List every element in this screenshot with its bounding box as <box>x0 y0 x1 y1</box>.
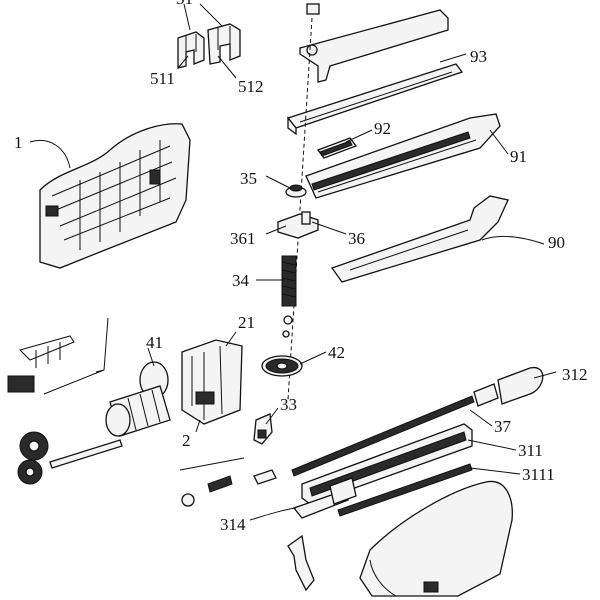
label-2: 2 <box>182 431 191 450</box>
part-latch-33 <box>253 413 273 445</box>
part-magazine-91 <box>305 113 501 199</box>
label-93: 93 <box>470 47 487 66</box>
part-bracket-top <box>299 3 449 83</box>
label-91: 91 <box>510 147 527 166</box>
label-512: 512 <box>238 77 264 96</box>
label-511: 511 <box>150 69 175 88</box>
part-housing-1 <box>39 123 191 269</box>
part-bracket-21 <box>181 339 243 425</box>
label-1: 1 <box>14 133 23 152</box>
part-bearing-35 <box>285 184 307 198</box>
part-cover <box>359 480 513 597</box>
part-plate-90 <box>330 195 509 283</box>
label-92: 92 <box>374 119 391 138</box>
label-314: 314 <box>220 515 246 534</box>
part-spring-34 <box>281 255 297 338</box>
part-spring-small <box>179 457 277 507</box>
part-spring-rod-37 <box>291 395 475 477</box>
label-33: 33 <box>280 395 297 414</box>
reference-labels: 31 511 512 93 92 91 1 35 361 36 90 34 21… <box>14 0 588 534</box>
part-piece-92 <box>316 137 358 159</box>
label-311: 311 <box>518 441 543 460</box>
label-36: 36 <box>348 229 365 248</box>
part-clip-511 <box>177 31 205 69</box>
part-shaft-gears <box>17 431 123 485</box>
label-312: 312 <box>562 365 588 384</box>
label-34: 34 <box>232 271 250 290</box>
label-37: 37 <box>494 417 512 436</box>
part-cap-312 <box>473 367 544 407</box>
part-motor-41 <box>105 361 171 437</box>
part-strip-3111 <box>337 463 473 517</box>
part-gear-42 <box>261 355 303 377</box>
part-hook-bottom <box>287 534 315 592</box>
part-wire-frame <box>7 317 109 395</box>
label-21: 21 <box>238 313 255 332</box>
label-31: 31 <box>176 0 193 8</box>
part-clip-512 <box>207 23 241 65</box>
label-3111: 3111 <box>522 465 555 484</box>
label-35: 35 <box>240 169 257 188</box>
part-bracket-36 <box>277 211 319 239</box>
label-361: 361 <box>230 229 256 248</box>
label-41: 41 <box>146 333 163 352</box>
label-42: 42 <box>328 343 345 362</box>
part-rail-93 <box>286 63 464 136</box>
leader-lines <box>29 3 557 521</box>
part-pusher-314 <box>292 477 357 519</box>
label-90: 90 <box>548 233 565 252</box>
part-shaft-axis <box>287 17 313 401</box>
